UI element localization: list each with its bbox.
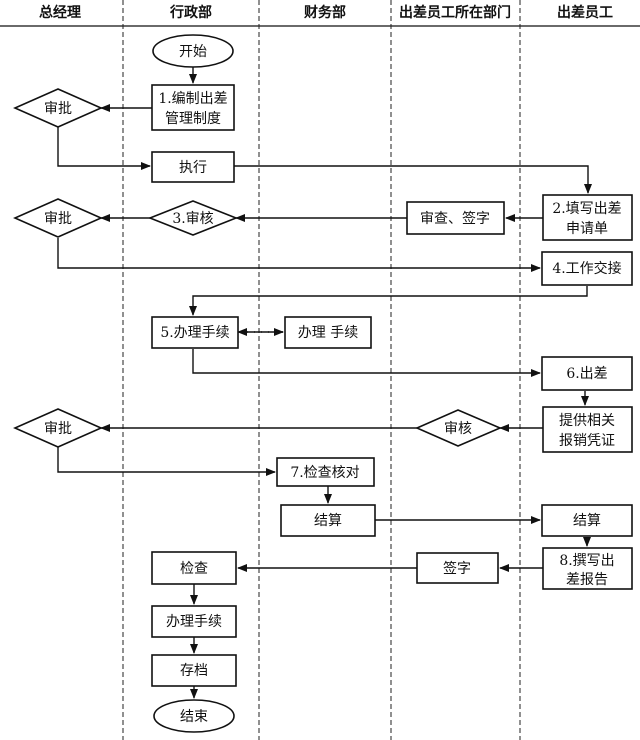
gm-approve-label: 审批 <box>44 421 72 437</box>
edge-handover-to-procedures <box>189 286 588 316</box>
gm-approve-label: 审批 <box>44 211 72 227</box>
gm-approve-node <box>13 198 103 238</box>
write-report-label-line1: 8.撰写出 <box>559 553 614 569</box>
edge-approve-to-execute <box>57 127 151 170</box>
admin-check-label: 检查 <box>180 561 208 577</box>
employee-settle-node <box>541 504 633 537</box>
fill-form-label-line1: 2.填写出差 <box>552 201 621 217</box>
gm-approve-label: 审批 <box>44 101 72 117</box>
admin-procedures-label: 5.办理手续 <box>160 324 229 341</box>
lane-title-general-manager: 总经理 <box>39 4 81 21</box>
finance-procedures-label: 办理 手续 <box>298 324 358 341</box>
lane-title-employee: 出差员工 <box>557 4 613 21</box>
gm-approve-node <box>13 88 103 128</box>
handover-label: 4.工作交接 <box>552 260 621 277</box>
end-node <box>153 699 235 733</box>
dept-sign-node <box>416 552 499 584</box>
edge-procedures-to-trip <box>192 349 541 377</box>
finance-settle-label: 结算 <box>314 513 342 529</box>
start-node <box>152 34 234 68</box>
provide-vouchers-label-line2: 报销凭证 <box>559 433 615 449</box>
lane-title-employee-dept: 出差员工所在部门 <box>399 4 511 21</box>
lane-title-admin: 行政部 <box>169 4 212 21</box>
lane-title-finance: 财务部 <box>303 4 346 21</box>
provide-vouchers-node <box>542 406 633 453</box>
admin-procedures-node <box>151 316 239 349</box>
edge-approve-to-check <box>57 447 276 476</box>
business-trip-label: 6.出差 <box>566 366 607 382</box>
admin-handle-label: 办理手续 <box>166 613 222 630</box>
employee-settle-label: 结算 <box>573 513 601 529</box>
finance-check-label: 7.检查核对 <box>290 465 359 481</box>
draft-rules-node <box>151 84 235 131</box>
finance-settle-node <box>280 504 376 537</box>
dept-review-sign-label: 审查、签字 <box>420 210 490 227</box>
provide-vouchers-label-line1: 提供相关 <box>559 413 615 429</box>
write-report-label-line2: 差报告 <box>566 572 608 588</box>
admin-check-node <box>151 551 237 585</box>
admin-audit-label: 3.审核 <box>172 211 213 227</box>
admin-audit-node <box>147 200 239 236</box>
edge-execute-to-fill-form <box>234 165 592 194</box>
dept-audit-label: 审核 <box>444 421 472 437</box>
dept-sign-label: 签字 <box>443 560 471 577</box>
fill-form-node <box>542 194 633 241</box>
write-report-node <box>542 547 633 590</box>
finance-check-node <box>276 457 375 487</box>
draft-rules-label-line2: 管理制度 <box>165 111 221 127</box>
gm-approve-node <box>13 408 103 448</box>
edge-approve-to-handover <box>57 238 541 272</box>
admin-handle-node <box>151 605 237 638</box>
dept-review-sign-node <box>406 201 505 235</box>
archive-label: 存档 <box>180 663 208 679</box>
execute-node <box>151 151 235 183</box>
fill-form-label-line2: 申请单 <box>566 221 608 237</box>
finance-procedures-node <box>284 316 372 349</box>
business-trip-node <box>541 356 633 391</box>
dept-audit-node <box>415 409 503 447</box>
start-node-label: 开始 <box>179 44 207 60</box>
execute-label: 执行 <box>179 160 207 176</box>
draft-rules-label-line1: 1.编制出差 <box>158 91 227 107</box>
end-node-label: 结束 <box>180 709 208 725</box>
archive-node <box>151 654 237 687</box>
handover-node <box>541 251 633 286</box>
